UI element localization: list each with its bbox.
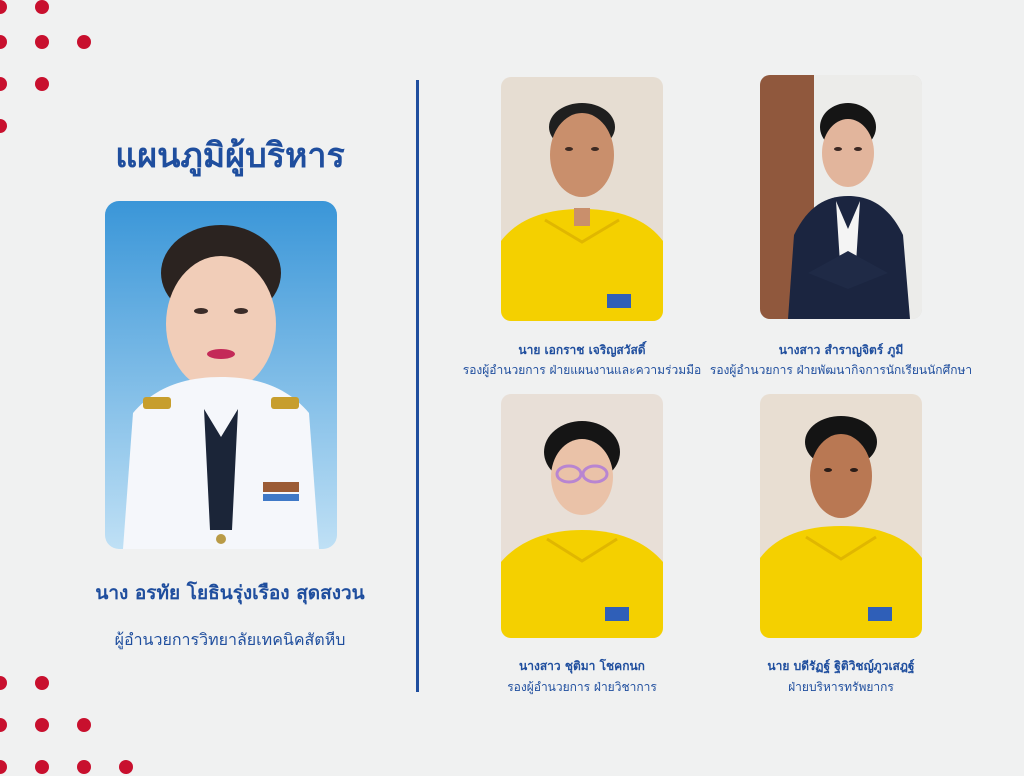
director-portrait [105, 201, 337, 549]
executive-name-3: นางสาว ชุติมา โชคกนก [519, 659, 645, 673]
executive-portrait-icon [760, 394, 922, 638]
executive-portrait-1 [501, 77, 663, 321]
page-title: แผนภูมิผู้บริหาร [115, 136, 345, 176]
director-portrait-icon [105, 201, 337, 549]
executive-portrait-icon [501, 394, 663, 638]
decorative-dots-top [0, 0, 140, 133]
executive-position-2: รองผู้อำนวยการ ฝ่ายพัฒนากิจการนักเรียนนั… [709, 363, 973, 377]
executive-portrait-4 [760, 394, 922, 638]
section-divider [416, 80, 419, 692]
executive-name-1: นาย เอกราช เจริญสวัสดิ์ [518, 343, 646, 357]
executive-position-4: ฝ่ายบริหารทรัพยากร [788, 680, 894, 694]
executive-portrait-icon [501, 77, 663, 321]
executive-position-1: รองผู้อำนวยการ ฝ่ายแผนงานและความร่วมมือ [462, 363, 702, 377]
executive-portrait-3 [501, 394, 663, 638]
executive-name-4: นาย บดีรัฏฐ์ ฐิติวิชญ์ภูวเสฎฐ์ [767, 659, 915, 673]
executive-portrait-2 [760, 75, 922, 319]
director-position: ผู้อำนวยการวิทยาลัยเทคนิคสัตหีบ [114, 630, 346, 649]
director-name: นาง อรทัย โยธินรุ่งเรือง สุดสงวน [95, 582, 365, 604]
executive-portrait-icon [760, 75, 922, 319]
executive-name-2: นางสาว สำราญจิตร์ ภูมี [778, 343, 904, 357]
decorative-dots-bottom [0, 676, 140, 776]
executive-position-3: รองผู้อำนวยการ ฝ่ายวิชาการ [507, 680, 657, 694]
